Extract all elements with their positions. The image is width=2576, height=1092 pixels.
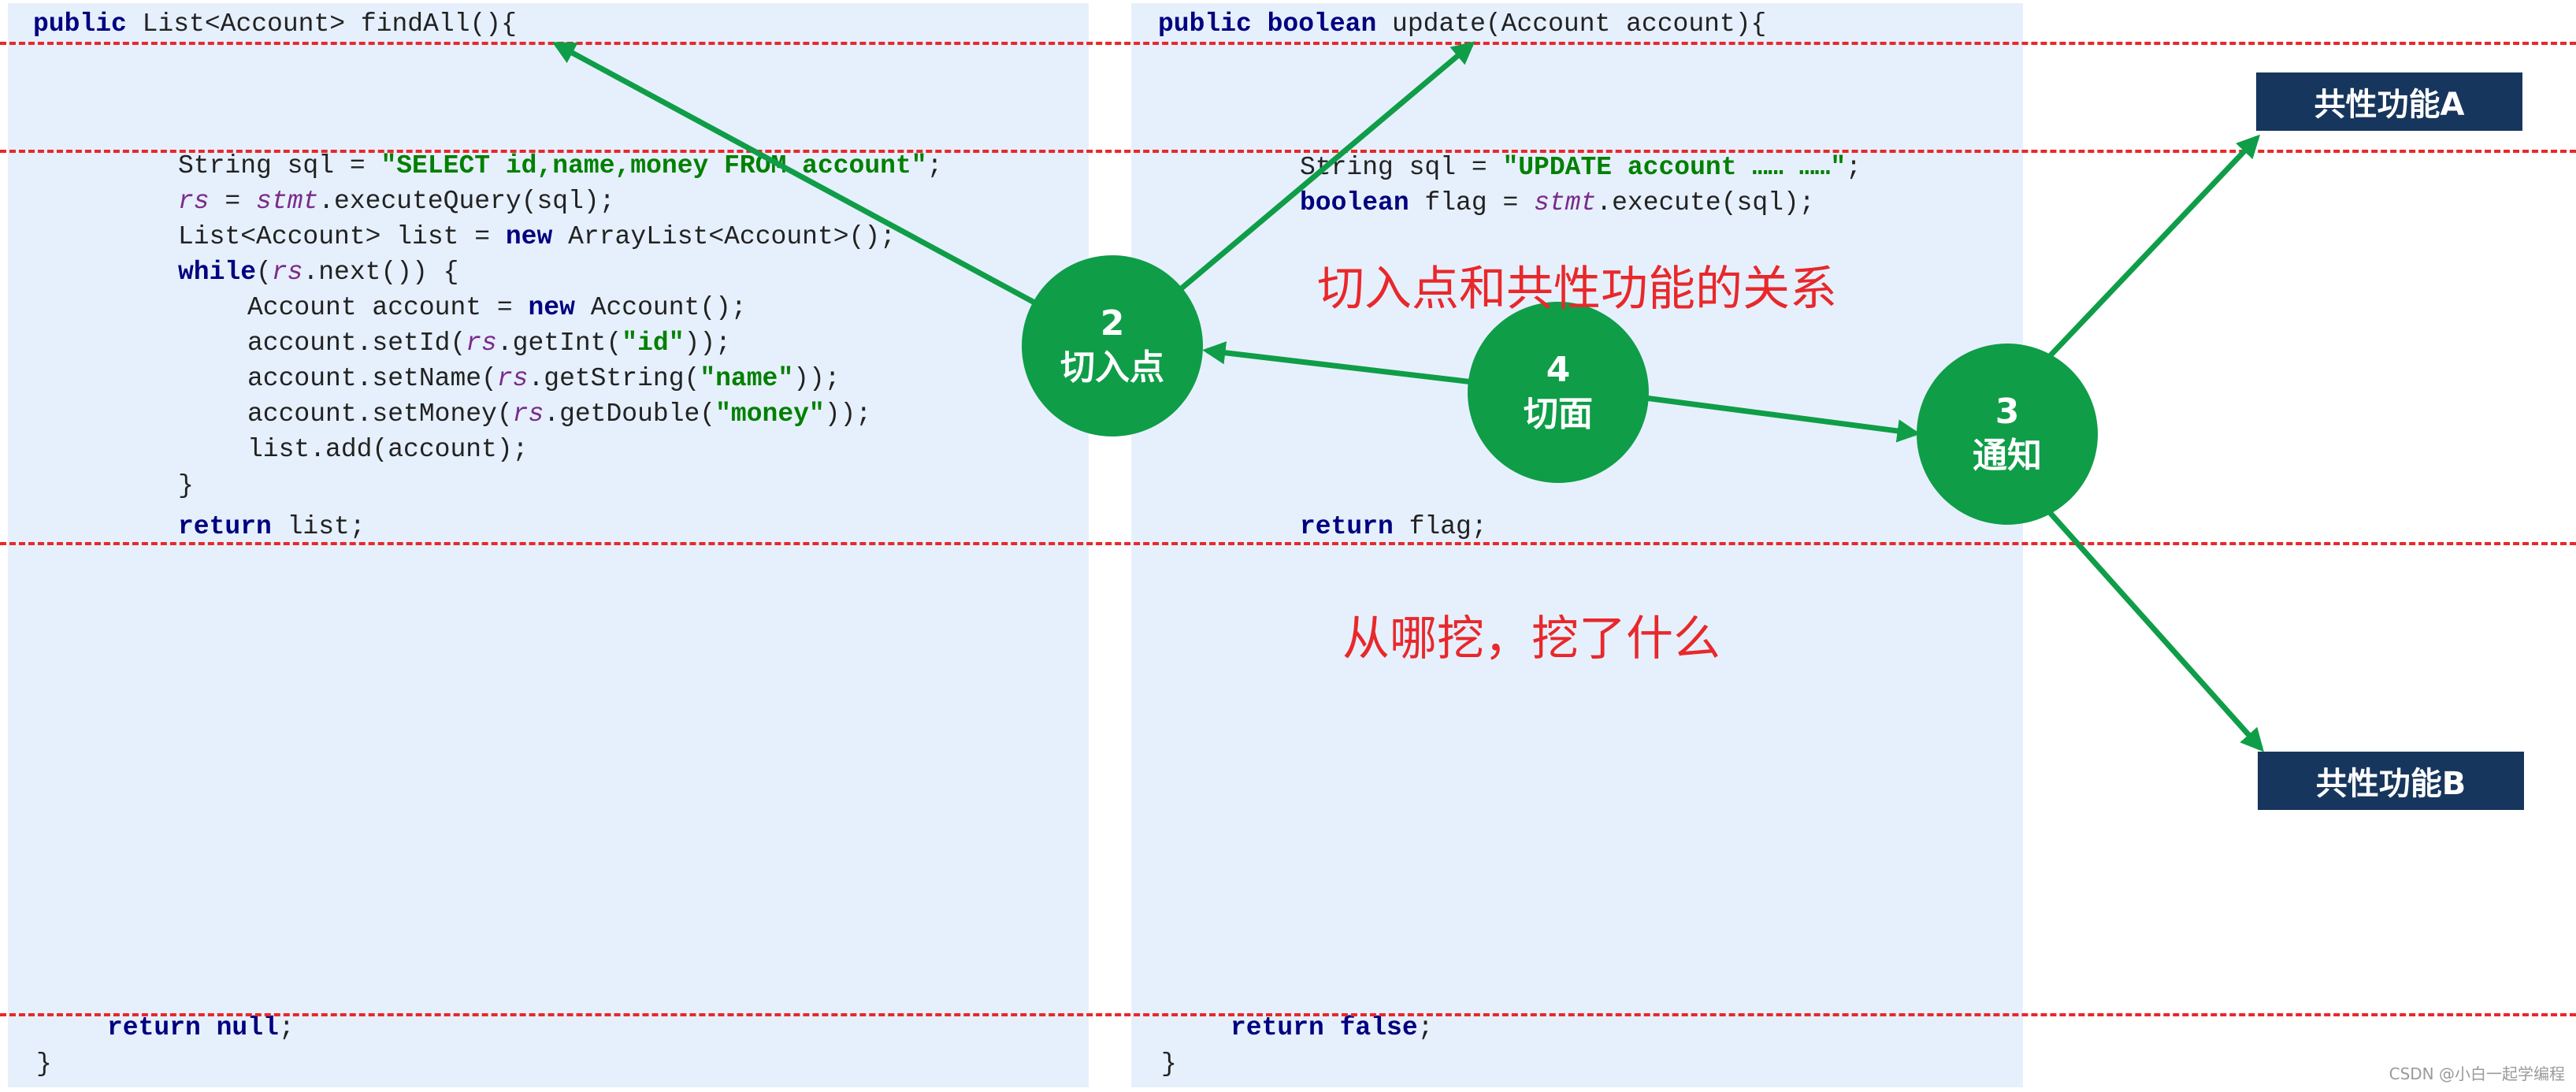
left-code-line-11: }: [178, 471, 194, 500]
aspect-label: 切面: [1524, 394, 1593, 434]
arrow-pointcut-to-findall: [551, 41, 1037, 306]
arrow-advice-to-function-b: [2044, 507, 2264, 752]
left-code-line-7: account.setId(rs.getInt("id"));: [247, 329, 731, 358]
arrow-advice-to-function-a: [2047, 134, 2261, 358]
arrow-pointcut-to-update: [1175, 41, 1475, 294]
left-code-line-9: account.setMoney(rs.getDouble("money"));: [247, 399, 872, 429]
aspect-number: 4: [1546, 350, 1571, 390]
dashed-line-bottom: [0, 1013, 2576, 1016]
right-code-line-1: public boolean update(Account account){: [1158, 9, 1767, 39]
left-code-panel: [8, 3, 1089, 1087]
aspect-node: 4 切面: [1468, 302, 1649, 483]
left-code-line-1: public List<Account> findAll(){: [33, 9, 517, 39]
right-code-line-6: }: [1161, 1049, 1177, 1079]
advice-number: 3: [1995, 392, 2020, 432]
pointcut-node: 2 切入点: [1022, 255, 1203, 436]
left-code-line-2: String sql = "SELECT id,name,money FROM …: [178, 151, 943, 180]
watermark: CSDN @小白一起学编程: [2389, 1064, 2565, 1083]
left-code-line-5: while(rs.next()) {: [178, 258, 459, 287]
advice-node: 3 通知: [1917, 344, 2098, 525]
dashed-line-top: [0, 42, 2576, 45]
right-code-panel: [1131, 3, 2023, 1087]
right-code-line-5: return false;: [1230, 1013, 1434, 1042]
left-code-line-3: rs = stmt.executeQuery(sql);: [178, 187, 615, 216]
pointcut-label: 切入点: [1060, 347, 1164, 388]
advice-label: 通知: [1973, 436, 2042, 476]
left-code-line-13: return null;: [107, 1013, 295, 1042]
common-function-a-box: 共性功能A: [2256, 72, 2522, 131]
left-code-line-6: Account account = new Account();: [247, 293, 747, 322]
common-function-b-box: 共性功能B: [2258, 752, 2524, 810]
left-code-line-12: return list;: [178, 512, 366, 541]
where-note: 从哪挖，挖了什么: [1342, 611, 1720, 667]
arrow-aspect-to-advice: [1644, 395, 1921, 443]
left-code-line-8: account.setName(rs.getString("name"));: [247, 364, 841, 393]
right-code-line-3: boolean flag = stmt.execute(sql);: [1300, 188, 1815, 217]
arrow-aspect-to-pointcut: [1202, 341, 1474, 385]
left-code-line-10: list.add(account);: [247, 435, 529, 464]
relation-note: 切入点和共性功能的关系: [1317, 262, 1837, 317]
dashed-line-upper: [0, 150, 2576, 153]
pointcut-number: 2: [1100, 303, 1125, 344]
right-code-line-4: return flag;: [1300, 512, 1487, 541]
dashed-line-middle: [0, 542, 2576, 545]
left-code-line-4: List<Account> list = new ArrayList<Accou…: [178, 222, 896, 251]
left-code-line-14: }: [36, 1049, 52, 1079]
